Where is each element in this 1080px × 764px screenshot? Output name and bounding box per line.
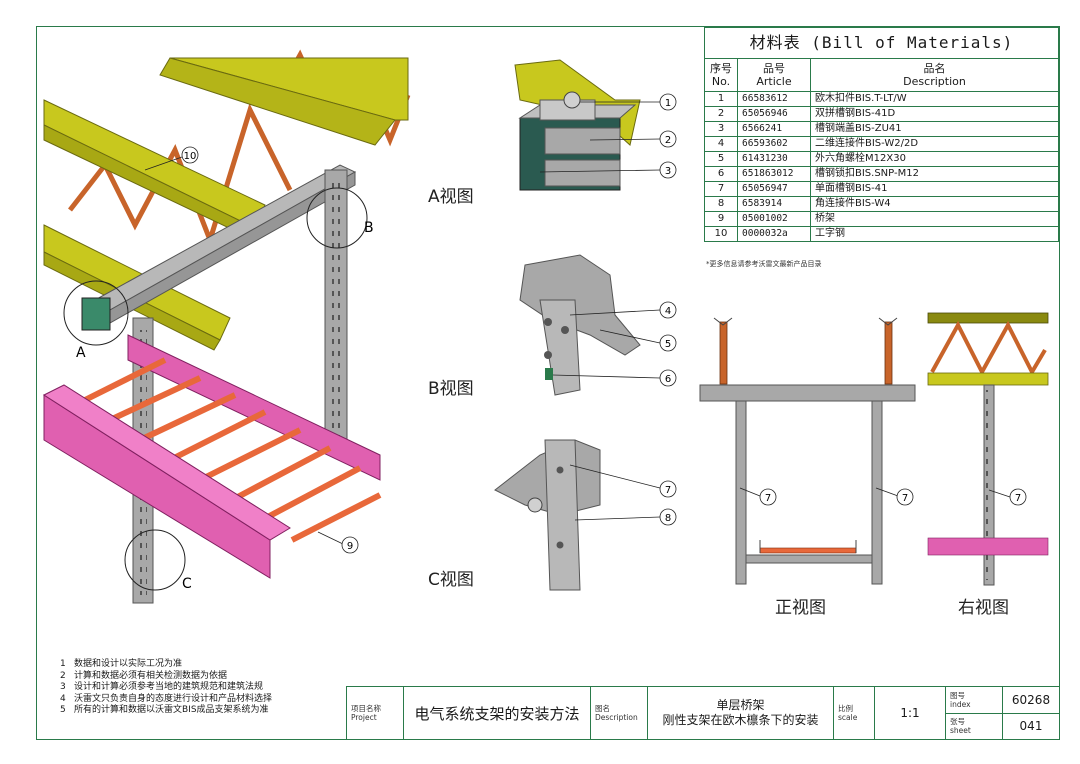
callout-6: 6 bbox=[659, 369, 677, 387]
note-item: 5 所有的计算和数据以沃雷文BIS成品支架系统为准 bbox=[60, 705, 272, 717]
note-number: 3 bbox=[60, 682, 66, 693]
svg-text:1: 1 bbox=[665, 98, 671, 109]
callout-10 bbox=[181, 146, 199, 164]
drawing-frame bbox=[36, 26, 1060, 740]
tray-rungs bbox=[83, 357, 382, 543]
bom-cell-article: 0000032a bbox=[737, 226, 811, 242]
note-text: 所有的计算和数据以沃雷文BIS成品支架系统为准 bbox=[74, 705, 269, 716]
callout-7-front-left: 7 bbox=[759, 488, 777, 506]
front-view bbox=[699, 317, 916, 585]
callout-7-right-view: 7 bbox=[1009, 488, 1027, 506]
bom-cell-no: 10 bbox=[704, 226, 738, 242]
bom-note: *更多信息请参考沃雷文最新产品目录 bbox=[706, 260, 822, 268]
svg-text:10: 10 bbox=[184, 151, 197, 162]
bom-cell-description: 工字钢 bbox=[810, 226, 1059, 242]
callout-9 bbox=[341, 536, 359, 554]
svg-text:7: 7 bbox=[665, 485, 671, 496]
svg-text:2: 2 bbox=[665, 135, 671, 146]
svg-text:3: 3 bbox=[665, 166, 671, 177]
callout-5: 5 bbox=[659, 334, 677, 352]
detail-view-a bbox=[514, 59, 661, 191]
svg-text:7: 7 bbox=[902, 493, 908, 504]
description-value: 单层桥架刚性支架在欧木檩条下的安装 bbox=[647, 686, 834, 740]
svg-text:5: 5 bbox=[665, 339, 671, 350]
note-text: 设计和计算必须参考当地的建筑规范和建筑法规 bbox=[74, 682, 264, 693]
svg-text:7: 7 bbox=[1015, 493, 1021, 504]
note-number: 5 bbox=[60, 705, 66, 716]
note-item: 4 沃雷文只负责自身的态度进行设计和产品材料选择 bbox=[60, 694, 272, 706]
view-label-c: C视图 bbox=[428, 570, 474, 590]
project-value: 电气系统支架的安装方法 bbox=[403, 686, 591, 740]
right-view bbox=[927, 312, 1049, 586]
detail-view-c bbox=[494, 439, 661, 591]
callout-3: 3 bbox=[659, 161, 677, 179]
note-number: 2 bbox=[60, 670, 66, 681]
view-label-right: 右视图 bbox=[958, 598, 1009, 618]
general-notes: 1 数据和设计以实际工况为准 2 计算和数据必须有相关检测数据为依据 3 设计和计算必须参… bbox=[60, 659, 272, 717]
detail-circle-b bbox=[306, 187, 368, 249]
callout-8: 8 bbox=[659, 508, 677, 526]
detail-circle-c bbox=[124, 529, 186, 591]
note-item: 2 计算和数据必须有相关检测数据为依据 bbox=[60, 671, 272, 683]
detail-circle-a bbox=[63, 280, 129, 346]
svg-text:7: 7 bbox=[765, 493, 771, 504]
note-text: 数据和设计以实际工况为准 bbox=[74, 659, 183, 669]
note-number: 1 bbox=[60, 659, 66, 669]
tray-rail-back bbox=[127, 334, 381, 481]
detail-label-c: C bbox=[182, 576, 192, 592]
svg-text:4: 4 bbox=[665, 306, 671, 317]
view-label-a: A视图 bbox=[428, 187, 474, 207]
note-text: 沃雷文只负责自身的态度进行设计和产品材料选择 bbox=[74, 693, 273, 704]
callout-2: 2 bbox=[659, 130, 677, 148]
svg-text:8: 8 bbox=[665, 513, 671, 524]
sheet-value: 041 bbox=[1002, 712, 1060, 740]
detail-view-b bbox=[519, 254, 661, 396]
callout-4: 4 bbox=[659, 301, 677, 319]
view-label-b: B视图 bbox=[428, 379, 474, 399]
note-number: 4 bbox=[60, 693, 66, 704]
scale-value: 1:1 bbox=[874, 686, 946, 740]
callout-7-c-view: 7 bbox=[659, 480, 677, 498]
callout-1: 1 bbox=[659, 93, 677, 111]
callout-7-front-right: 7 bbox=[896, 488, 914, 506]
view-label-front: 正视图 bbox=[775, 598, 826, 618]
index-value: 60268 bbox=[1002, 686, 1060, 714]
svg-text:9: 9 bbox=[347, 541, 353, 552]
tray-rail-front bbox=[43, 394, 271, 579]
detail-label-b: B bbox=[364, 220, 374, 236]
note-item: 1 数据和设计以实际工况为准 bbox=[60, 659, 272, 671]
note-item: 3 设计和计算必须参考当地的建筑规范和建筑法规 bbox=[60, 682, 272, 694]
note-text: 计算和数据必须有相关检测数据为依据 bbox=[74, 670, 228, 681]
isometric-view: A B C 10 9 bbox=[42, 49, 411, 604]
detail-label-a: A bbox=[76, 345, 86, 361]
svg-text:6: 6 bbox=[665, 374, 671, 385]
